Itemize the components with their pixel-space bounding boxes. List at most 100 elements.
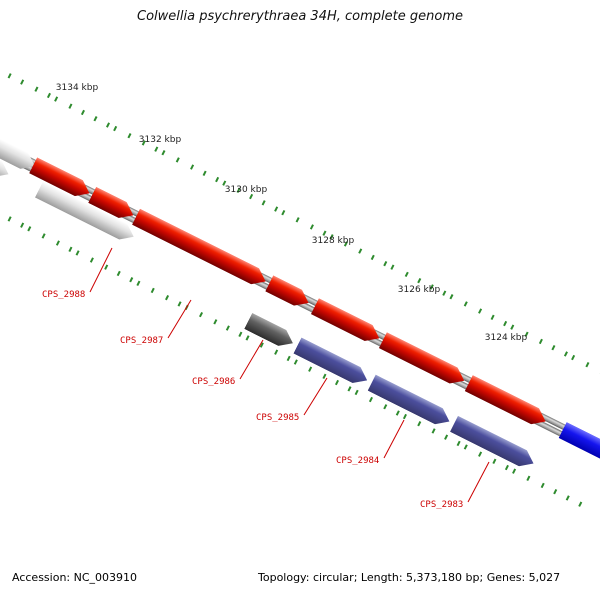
minor-tick-icon xyxy=(136,280,141,287)
minor-tick-icon xyxy=(429,284,434,290)
gene-label-cps_2987[interactable]: CPS_2987 xyxy=(120,336,164,346)
gene-arrow[interactable] xyxy=(311,298,383,346)
minor-tick-icon xyxy=(213,319,218,325)
leader-line-cps_2985 xyxy=(303,377,328,416)
gene-arrow[interactable] xyxy=(559,422,600,471)
genome-backbone-track xyxy=(0,124,600,494)
minor-tick-icon xyxy=(80,109,85,116)
minor-tick-icon xyxy=(150,287,155,294)
minor-tick-icon xyxy=(524,331,529,337)
minor-tick-icon xyxy=(456,440,461,447)
minor-tick-icon xyxy=(161,150,166,156)
minor-tick-icon xyxy=(449,294,454,300)
minor-tick-icon xyxy=(512,468,517,474)
minor-tick-icon xyxy=(383,404,388,410)
ruler-label: 3128 kbp xyxy=(311,236,355,246)
minor-tick-icon xyxy=(490,314,495,320)
gene-arrow[interactable] xyxy=(465,375,550,430)
minor-tick-icon xyxy=(175,157,180,163)
minor-tick-icon xyxy=(368,396,373,403)
minor-tick-icon xyxy=(165,294,170,301)
minor-tick-icon xyxy=(578,501,583,507)
minor-tick-icon xyxy=(395,410,400,416)
minor-tick-icon xyxy=(116,270,121,277)
minor-tick-icon xyxy=(538,338,543,345)
gene-label-cps_2983[interactable]: CPS_2983 xyxy=(420,500,464,510)
minor-tick-icon xyxy=(444,434,449,440)
minor-tick-icon xyxy=(417,421,422,427)
minor-tick-icon xyxy=(75,250,80,256)
minor-tick-icon xyxy=(27,226,32,232)
gene-label-cps_2988[interactable]: CPS_2988 xyxy=(42,290,86,300)
minor-tick-icon xyxy=(431,428,436,434)
minor-tick-icon xyxy=(478,308,483,314)
minor-tick-icon xyxy=(104,264,109,270)
gene-arrow-cps_2987[interactable] xyxy=(132,209,270,290)
gene-arrow-cps_2984[interactable] xyxy=(368,375,454,430)
minor-tick-icon xyxy=(249,193,254,200)
minor-tick-icon xyxy=(113,125,118,132)
accession-text: Accession: NC_003910 xyxy=(12,571,138,584)
minor-tick-icon xyxy=(286,355,291,362)
gene-arrow[interactable] xyxy=(379,332,468,389)
minor-tick-icon xyxy=(404,271,409,278)
minor-tick-icon xyxy=(7,73,12,79)
minor-tick-icon xyxy=(274,349,279,355)
minor-tick-icon xyxy=(93,116,98,122)
minor-tick-icon xyxy=(129,277,134,283)
minor-tick-icon xyxy=(295,217,300,223)
minor-tick-icon xyxy=(322,373,327,380)
minor-tick-icon xyxy=(329,234,334,240)
minor-tick-icon xyxy=(504,464,509,471)
gene-label-cps_2986[interactable]: CPS_2986 xyxy=(192,377,236,387)
minor-tick-icon xyxy=(89,257,94,263)
gene-label-cps_2984[interactable]: CPS_2984 xyxy=(336,456,380,466)
gene-label-cps_2985[interactable]: CPS_2985 xyxy=(256,413,300,423)
minor-tick-icon xyxy=(463,444,468,450)
ruler-label: 3130 kbp xyxy=(224,185,268,195)
minor-tick-icon xyxy=(526,475,531,481)
minor-tick-icon xyxy=(463,301,468,307)
figure-title: Colwellia psychrerythraea 34H, complete … xyxy=(137,9,463,24)
minor-tick-icon xyxy=(370,254,375,261)
minor-tick-icon xyxy=(68,246,73,253)
minor-tick-icon xyxy=(127,133,132,139)
minor-tick-icon xyxy=(551,345,556,351)
minor-tick-icon xyxy=(571,354,576,361)
topology-summary-text: Topology: circular; Length: 5,373,180 bp… xyxy=(258,571,561,584)
minor-tick-icon xyxy=(68,103,73,109)
minor-tick-icon xyxy=(585,362,590,368)
gene-arrow-cps_2985[interactable] xyxy=(293,337,371,388)
minor-tick-icon xyxy=(417,277,422,284)
minor-tick-icon xyxy=(41,233,46,239)
leader-line-cps_2988 xyxy=(89,247,113,293)
minor-tick-icon xyxy=(553,489,558,495)
minor-tick-icon xyxy=(334,379,339,386)
minor-tick-icon xyxy=(293,359,298,365)
minor-tick-icon xyxy=(7,216,12,222)
minor-tick-icon xyxy=(565,495,570,501)
minor-tick-icon xyxy=(238,331,243,337)
minor-tick-icon xyxy=(20,222,25,228)
minor-tick-icon xyxy=(503,320,508,327)
minor-tick-icon xyxy=(259,342,264,348)
minor-tick-icon xyxy=(390,264,395,270)
leader-line-cps_2984 xyxy=(383,419,405,459)
minor-tick-icon xyxy=(46,92,51,99)
minor-tick-icon xyxy=(55,240,60,246)
ruler-label: 3124 kbp xyxy=(484,333,528,343)
ruler-label: 3126 kbp xyxy=(397,285,441,295)
gene-arrow-cps_2986[interactable] xyxy=(244,313,297,351)
minor-tick-icon xyxy=(274,206,279,212)
minor-tick-icon xyxy=(184,304,189,311)
minor-tick-icon xyxy=(478,451,483,457)
minor-tick-icon xyxy=(343,241,348,247)
minor-tick-icon xyxy=(215,176,220,183)
minor-tick-icon xyxy=(154,146,159,152)
minor-tick-icon xyxy=(510,324,515,330)
minor-tick-icon xyxy=(190,164,195,170)
minor-tick-icon xyxy=(354,389,359,396)
minor-tick-icon xyxy=(34,86,39,92)
minor-tick-icon xyxy=(245,335,250,341)
